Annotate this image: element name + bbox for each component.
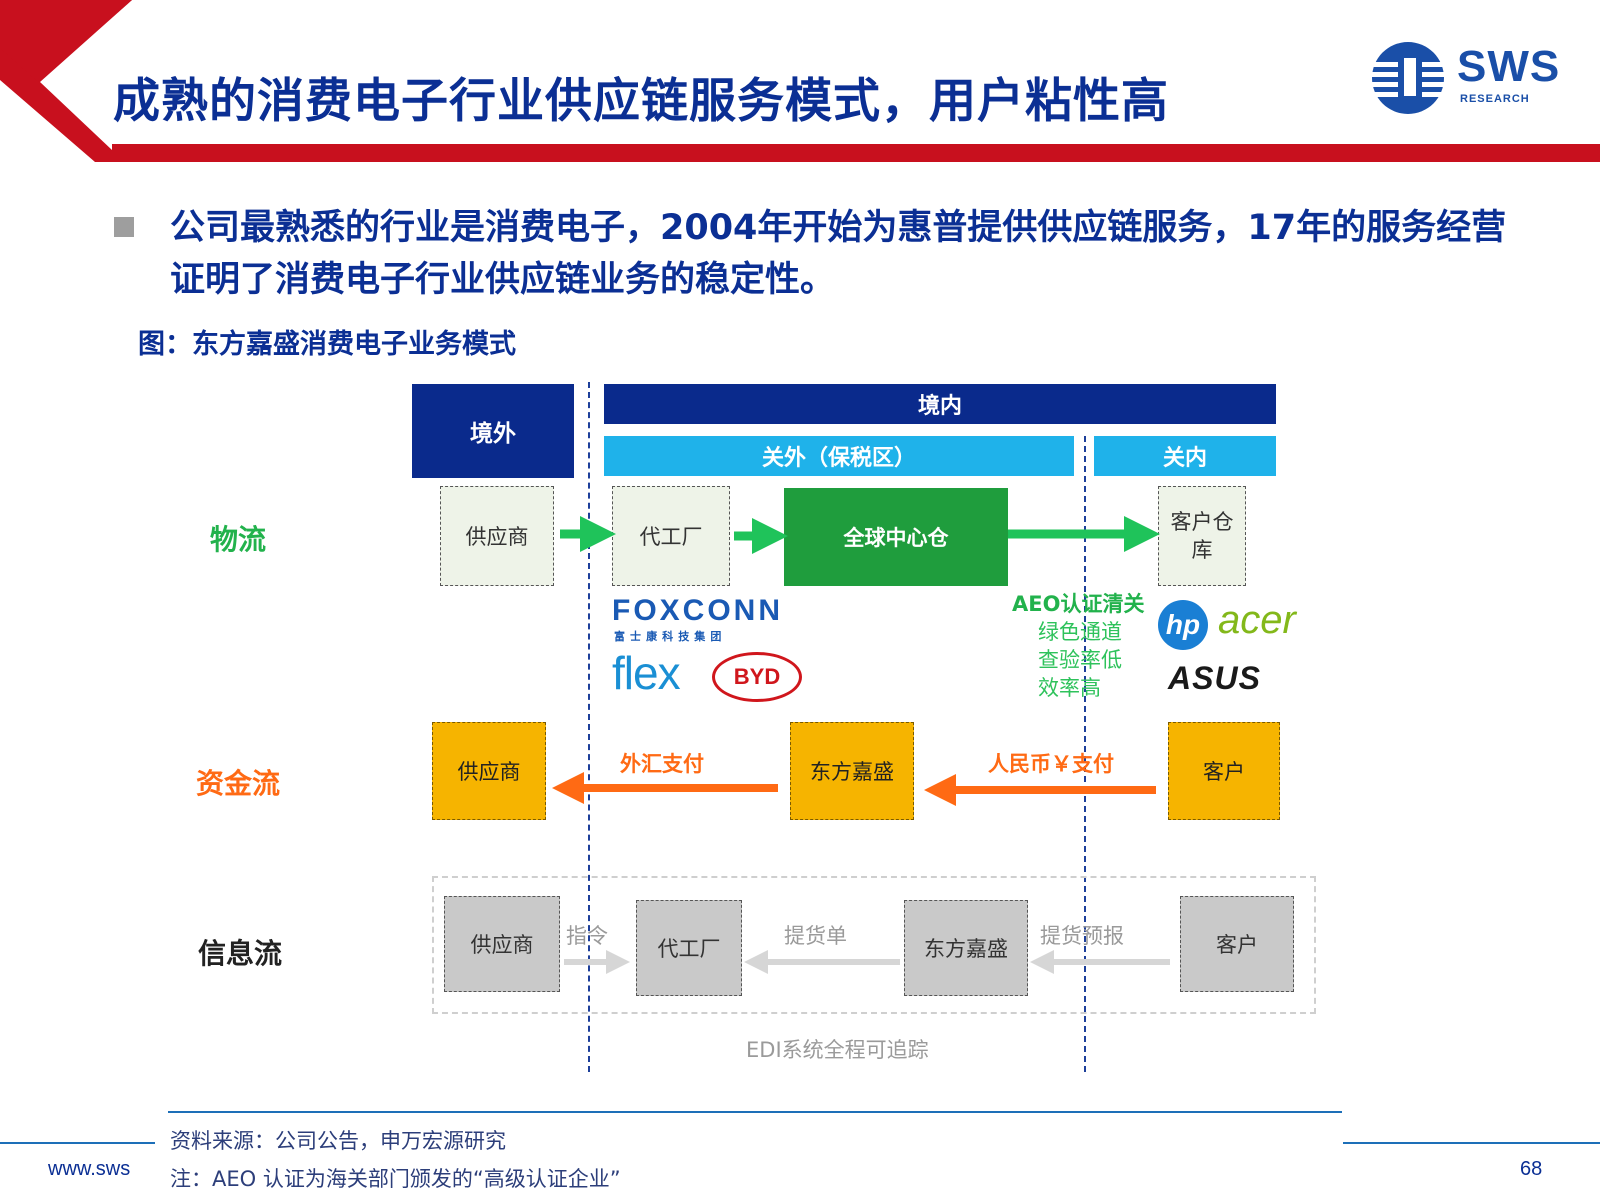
logistics-supplier-label: 供应商	[465, 525, 529, 549]
zone-inland-label: 关内	[1162, 446, 1207, 471]
edi-label: EDI系统全程可追踪	[746, 1038, 929, 1062]
aeo-line2: 查验率低	[1038, 648, 1122, 672]
logistics-factory-label: 代工厂	[639, 525, 703, 549]
aeo-title: AEO认证清关	[1012, 592, 1145, 616]
logistics-supplier-box: 供应商	[440, 486, 554, 586]
zone-inland: 关内	[1094, 436, 1276, 476]
zone-domestic-label: 境内	[917, 394, 962, 419]
flex-logo: flex	[612, 647, 681, 699]
row-label-info: 信息流	[198, 937, 283, 970]
instruction-label: 指令	[566, 924, 608, 948]
logistics-customer-wh-box: 客户仓库	[1158, 486, 1246, 586]
logistics-factory-box: 代工厂	[612, 486, 730, 586]
sws-logo: SWS RESEARCH	[1368, 38, 1561, 118]
bullet-square-icon	[114, 217, 134, 237]
figure-caption: 图：东方嘉盛消费电子业务模式	[138, 329, 516, 360]
zone-bonded-label: 关外（保税区）	[761, 446, 916, 471]
bill-label: 提货单	[784, 924, 847, 948]
acer-logo: acer	[1218, 598, 1296, 642]
footer-rule-left	[0, 1142, 155, 1144]
logo-text: SWS	[1457, 42, 1561, 91]
forecast-label: 提货预报	[1040, 924, 1124, 948]
footer-divider	[168, 1111, 1342, 1113]
border-line-customs	[1084, 436, 1086, 1072]
zone-overseas: 境外	[412, 384, 574, 478]
info-company-box: 东方嘉盛	[904, 900, 1028, 996]
zone-bonded: 关外（保税区）	[604, 436, 1074, 476]
asus-logo: ASUS	[1168, 660, 1261, 696]
aeo-line1: 绿色通道	[1038, 620, 1122, 644]
row-label-logistics: 物流	[210, 523, 267, 556]
zone-overseas-label: 境外	[470, 421, 516, 447]
capital-customer-box: 客户	[1168, 722, 1280, 820]
capital-supplier-label: 供应商	[457, 760, 521, 784]
aeo-line3: 效率高	[1038, 676, 1101, 700]
footer-note: 注：AEO 认证为海关部门颁发的“高级认证企业”	[170, 1167, 621, 1191]
logistics-hub-box: 全球中心仓	[784, 488, 1008, 586]
fx-payment-label: 外汇支付	[620, 752, 704, 776]
header-band	[0, 0, 1600, 162]
byd-logo: BYD	[712, 652, 802, 702]
foxconn-logo-cn: 富 士 康 科 技 集 团	[614, 631, 723, 643]
zone-domestic: 境内	[604, 384, 1276, 424]
info-supplier-label: 供应商	[470, 933, 534, 957]
info-factory-label: 代工厂	[657, 937, 721, 961]
info-customer-label: 客户	[1216, 933, 1258, 957]
aeo-block: AEO认证清关 绿色通道 查验率低 效率高	[1012, 590, 1144, 702]
byd-logo-text: BYD	[733, 664, 781, 689]
capital-company-label: 东方嘉盛	[810, 760, 894, 784]
capital-company-box: 东方嘉盛	[790, 722, 914, 820]
footer-url: www.sws	[48, 1158, 131, 1180]
footer-rule-right	[1343, 1142, 1600, 1144]
info-company-label: 东方嘉盛	[924, 937, 1008, 961]
hp-logo-text: hp	[1165, 609, 1201, 640]
hp-logo: hp	[1158, 600, 1208, 650]
border-line-overseas	[588, 382, 590, 1072]
info-customer-box: 客户	[1180, 896, 1294, 992]
page-number: 68	[1520, 1158, 1543, 1180]
bullet-text: 公司最熟悉的行业是消费电子，2004年开始为惠普提供供应链服务，17年的服务经营…	[170, 208, 1507, 300]
footer-source: 资料来源：公司公告，申万宏源研究	[170, 1129, 506, 1153]
capital-customer-label: 客户	[1203, 760, 1245, 784]
foxconn-logo: FOXCONN	[612, 594, 783, 627]
info-factory-box: 代工厂	[636, 900, 742, 996]
info-flow-container	[432, 876, 1316, 1014]
rmb-payment-label: 人民币￥支付	[988, 752, 1114, 776]
row-label-capital: 资金流	[196, 767, 281, 800]
info-supplier-box: 供应商	[444, 896, 560, 992]
page-title: 成熟的消费电子行业供应链服务模式，用户粘性高	[113, 74, 1169, 129]
logistics-hub-label: 全球中心仓	[843, 526, 949, 550]
globe-icon	[1372, 42, 1444, 114]
logistics-customer-wh-label: 客户仓库	[1170, 510, 1234, 562]
capital-supplier-box: 供应商	[432, 722, 546, 820]
logo-subtext: RESEARCH	[1460, 93, 1530, 105]
